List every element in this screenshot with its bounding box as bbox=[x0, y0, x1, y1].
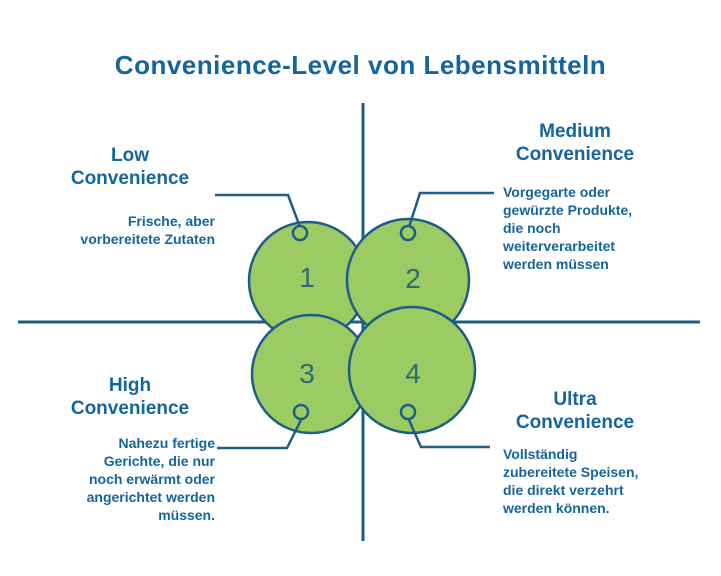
anchor-ring-2 bbox=[399, 224, 417, 242]
ultra-convenience-heading: Ultra Convenience bbox=[515, 389, 635, 433]
connector-line-ultra bbox=[407, 419, 490, 449]
low-convenience-description: Frische, aber vorbereitete Zutaten bbox=[80, 213, 215, 247]
anchor-ring-1 bbox=[291, 224, 309, 242]
high-convenience-description: Nahezu fertige Gerichte, die nur noch er… bbox=[86, 435, 215, 523]
medium-convenience-heading: Medium Convenience bbox=[515, 121, 635, 165]
ultra-convenience-description: Vollständig zubereitete Speisen, die dir… bbox=[503, 446, 639, 516]
circle-number-4: 4 bbox=[405, 358, 421, 389]
low-convenience-heading: Low Convenience bbox=[70, 145, 190, 189]
page-title: Convenience-Level von Lebensmitteln bbox=[114, 50, 607, 80]
anchor-ring-3 bbox=[292, 403, 310, 421]
anchor-ring-4 bbox=[399, 403, 417, 421]
circle-4-ultra bbox=[347, 305, 477, 435]
high-convenience-heading: High Convenience bbox=[70, 375, 190, 419]
connector-line-high bbox=[217, 419, 303, 450]
connector-line-medium bbox=[407, 191, 494, 228]
circle-number-2: 2 bbox=[405, 263, 421, 294]
circle-number-1: 1 bbox=[299, 262, 315, 293]
circle-number-3: 3 bbox=[299, 358, 315, 389]
medium-convenience-description: Vorgegarte oder gewürzte Produkte, die n… bbox=[503, 184, 633, 272]
connector-line-low bbox=[215, 193, 302, 228]
